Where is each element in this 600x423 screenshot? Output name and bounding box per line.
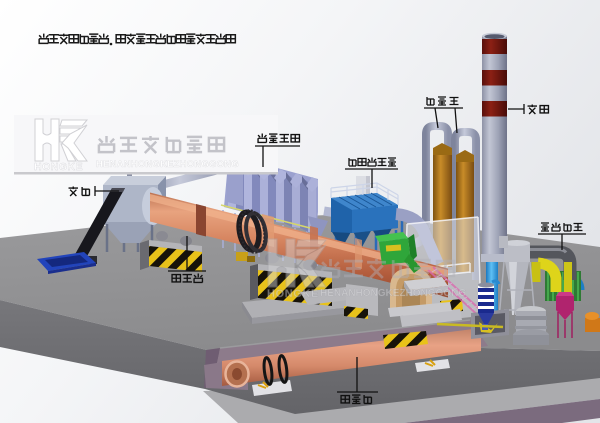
svg-text:HONGKE: HONGKE (34, 161, 83, 173)
svg-text:HENANHONGKEZHONGGONG: HENANHONGKEZHONGGONG (96, 159, 239, 170)
svg-text:HONGKE: HONGKE (267, 288, 319, 300)
svg-text:HENANHONGKEZHONGGONG: HENANHONGKEZHONGGONG (320, 288, 466, 299)
